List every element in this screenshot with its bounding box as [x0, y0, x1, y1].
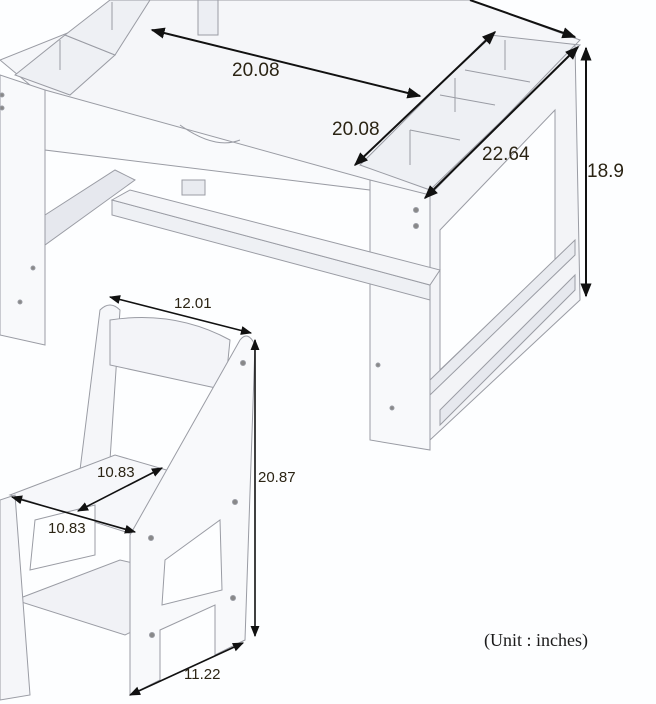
dim-line-chair-back-width [108, 295, 253, 335]
chair-illustration [0, 304, 256, 701]
dim-label-chair-seat-depth: 10.83 [97, 464, 135, 481]
dim-label-chair-height: 20.87 [258, 469, 296, 486]
dim-label-table-inner-width: 20.08 [232, 60, 280, 81]
dim-line-chair-seat-width [10, 495, 137, 534]
dim-label-chair-back-width: 12.01 [174, 295, 212, 312]
dimension-lines [10, 0, 592, 696]
dim-label-chair-seat-width: 10.83 [48, 520, 86, 537]
dim-label-table-inner-depth: 20.08 [332, 119, 380, 140]
unit-note: (Unit : inches) [484, 630, 588, 650]
dim-label-table-depth: 22.64 [482, 144, 530, 165]
table-illustration [0, 0, 582, 451]
dim-label-table-height: 18.9 [587, 161, 624, 182]
dim-label-chair-base-depth: 11.22 [184, 666, 221, 683]
dim-line-chair-base-depth [128, 642, 245, 696]
dim-line-table-length [469, 0, 577, 39]
dim-line-table-depth [424, 46, 579, 199]
